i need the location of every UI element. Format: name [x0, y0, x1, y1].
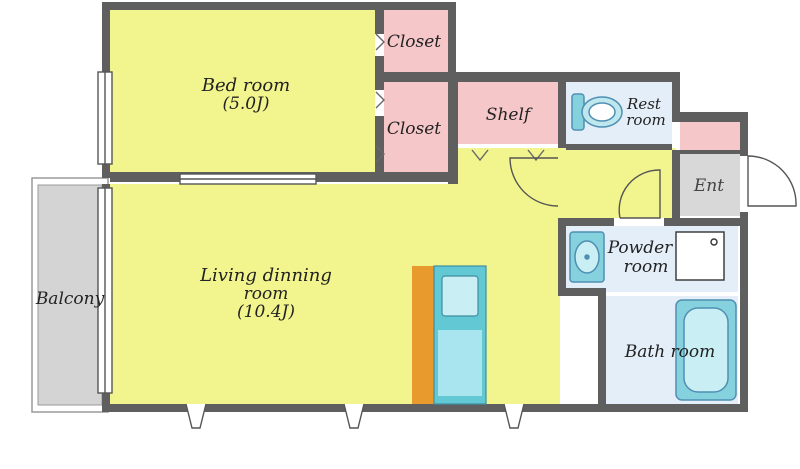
closet-mid-floor [384, 82, 448, 172]
closet-top-floor [384, 10, 448, 72]
balcony-label: Balcony [35, 289, 105, 309]
powder-label-1: Powder [607, 238, 673, 258]
closet-doors [375, 33, 545, 163]
balcony-area [37, 184, 103, 406]
bath-label: Bath room [624, 342, 716, 362]
bottom-vents [185, 403, 525, 429]
corridor-floor [458, 148, 676, 218]
restroom-label-1: Rest [626, 95, 662, 113]
room-labels: Bed room (5.0J) Closet Closet Shelf Rest… [35, 32, 724, 362]
bathtub [675, 299, 737, 401]
bedroom-size: (5.0J) [222, 94, 269, 114]
powder-label-2: room [624, 257, 669, 277]
living-label-1: Living dinning [199, 265, 332, 286]
closet-mid-label: Closet [387, 119, 441, 139]
wash-basin [569, 231, 605, 283]
shelf-floor [458, 82, 558, 144]
shelf-label: Shelf [486, 105, 533, 125]
bedroom-name: Bed room [201, 75, 290, 96]
closet-top-label: Closet [387, 32, 441, 52]
windows [97, 71, 317, 394]
kitchen-unit [412, 265, 487, 405]
entrance-label: Ent [693, 176, 724, 196]
toilet-fixture [571, 93, 623, 131]
door-swings [509, 155, 797, 219]
entrance-closet-floor [680, 122, 740, 152]
bedroom-floor [110, 10, 375, 178]
living-size: (10.4J) [237, 302, 295, 322]
washer-pan [675, 231, 725, 281]
living-label-2: room [244, 284, 289, 304]
entrance-floor [680, 154, 740, 216]
restroom-label-2: room [626, 111, 665, 129]
